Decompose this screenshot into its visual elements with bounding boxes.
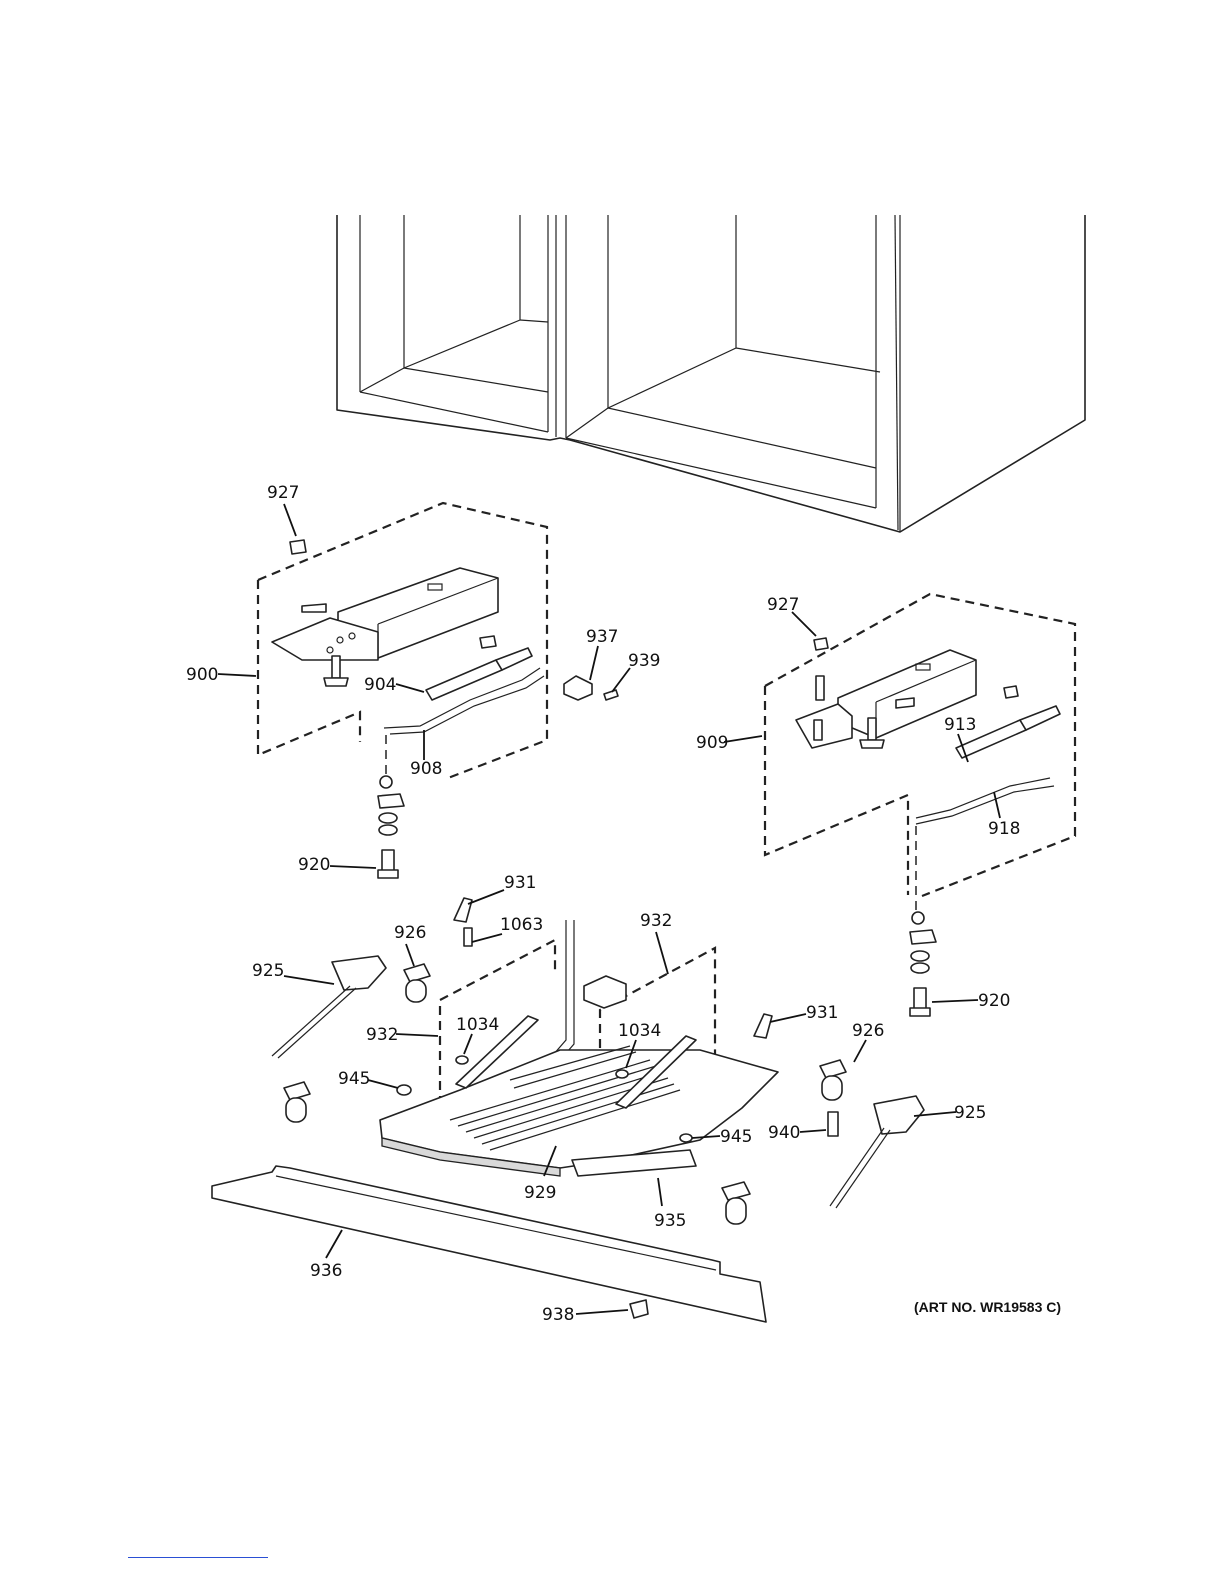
label-913: 913 xyxy=(944,715,976,735)
label-927-left: 927 xyxy=(267,483,299,503)
roller-left-front xyxy=(284,1082,310,1122)
label-931-left: 931 xyxy=(504,873,536,893)
right-hinge-assembly xyxy=(765,594,1075,1016)
label-927-right: 927 xyxy=(767,595,799,615)
label-940: 940 xyxy=(768,1123,800,1143)
label-926-right: 926 xyxy=(852,1021,884,1041)
label-908: 908 xyxy=(410,759,442,779)
label-939: 939 xyxy=(628,651,660,671)
label-945-left: 945 xyxy=(338,1069,370,1089)
label-929: 929 xyxy=(524,1183,556,1203)
label-920-right: 920 xyxy=(978,991,1010,1011)
label-909: 909 xyxy=(696,733,728,753)
label-925-right: 925 xyxy=(954,1103,986,1123)
roller-left-rear xyxy=(404,964,430,1002)
label-920-left: 920 xyxy=(298,855,330,875)
left-hinge-assembly xyxy=(258,503,547,878)
label-1034-left: 1034 xyxy=(456,1015,499,1035)
leveling-leg-right xyxy=(830,1096,924,1208)
screw-938 xyxy=(630,1300,648,1318)
roller-right-front xyxy=(722,1182,750,1224)
label-926-left: 926 xyxy=(394,923,426,943)
footer-link-rule xyxy=(128,1557,268,1558)
label-925-left: 925 xyxy=(252,961,284,981)
label-945-right: 945 xyxy=(720,1127,752,1147)
label-931-right: 931 xyxy=(806,1003,838,1023)
screw-940 xyxy=(828,1112,838,1136)
label-936: 936 xyxy=(310,1261,342,1281)
art-number: (ART NO. WR19583 C) xyxy=(914,1299,1061,1315)
base-assembly xyxy=(380,898,778,1176)
label-932-left: 932 xyxy=(366,1025,398,1045)
label-1063: 1063 xyxy=(500,915,543,935)
base-grille xyxy=(212,1166,766,1322)
label-935: 935 xyxy=(654,1211,686,1231)
label-937: 937 xyxy=(586,627,618,647)
label-904: 904 xyxy=(364,675,396,695)
label-900: 900 xyxy=(186,665,218,685)
label-938: 938 xyxy=(542,1305,574,1325)
roller-right-rear xyxy=(820,1060,846,1100)
label-1034-right: 1034 xyxy=(618,1021,661,1041)
label-918: 918 xyxy=(988,819,1020,839)
refrigerator-cabinet xyxy=(337,215,1085,532)
label-932-top: 932 xyxy=(640,911,672,931)
